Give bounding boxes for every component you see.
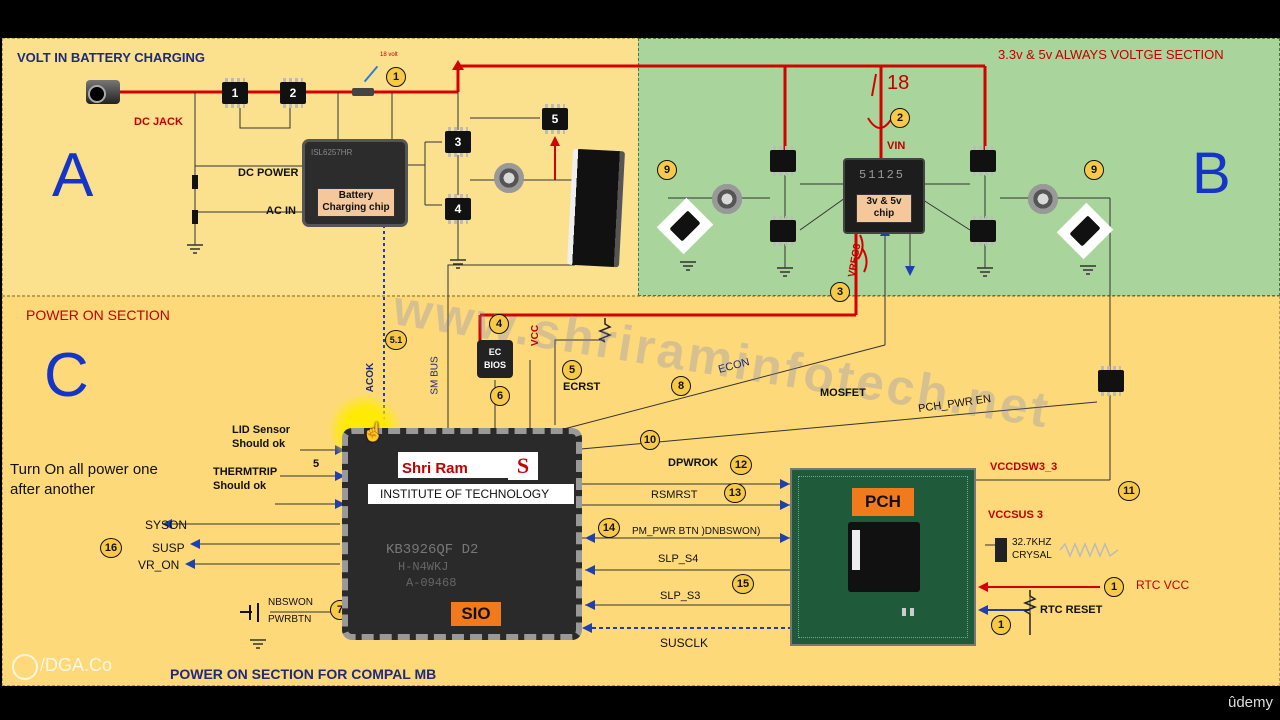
dga-brand: /DGA.Co bbox=[40, 655, 113, 675]
footer-title: POWER ON SECTION FOR COMPAL MB bbox=[170, 666, 437, 682]
dc-power-label: DC POWER bbox=[238, 167, 299, 179]
volt-note: 18 volt bbox=[380, 52, 398, 58]
susclk-label: SUSCLK bbox=[660, 636, 709, 650]
section-c-letter: C bbox=[44, 341, 89, 410]
marker-15: 15 bbox=[732, 574, 754, 594]
fuse-icon bbox=[352, 88, 374, 96]
inductor-coil-icon bbox=[494, 163, 524, 193]
mosfet-3-chip: 3 bbox=[445, 127, 471, 157]
shri-ram-banner: Shri Ram S INSTITUTE OF TECHNOLOGY bbox=[368, 452, 574, 504]
marker-3: 3 bbox=[830, 282, 850, 302]
acok-label: ACOK bbox=[365, 362, 377, 393]
rsmrst-label: RSMRST bbox=[651, 489, 698, 501]
turn-on-note: Turn On all power one after another bbox=[10, 461, 158, 498]
marker-4: 4 bbox=[489, 314, 509, 334]
vccdsw-label: VCCDSW3_3 bbox=[990, 461, 1058, 473]
panel-c bbox=[2, 296, 1280, 686]
ec-bios-chip: EC BIOS bbox=[477, 340, 513, 378]
mosfet-5-chip: 5 bbox=[542, 104, 568, 134]
charger-chip-label: Battery Charging chip bbox=[317, 188, 395, 217]
sio-label: SIO bbox=[451, 602, 501, 626]
vccsus-label: VCCSUS 3 bbox=[988, 509, 1044, 521]
inductor-left-icon bbox=[712, 184, 742, 214]
marker-13: 13 bbox=[724, 483, 746, 503]
vin-label: VIN bbox=[887, 140, 906, 152]
section-a-title: VOLT IN BATTERY CHARGING bbox=[17, 50, 206, 65]
syson-label: SYSON bbox=[145, 518, 188, 532]
panel-b bbox=[638, 38, 1280, 296]
marker-11: 11 bbox=[1118, 481, 1140, 501]
mosfet-b-bottom-left bbox=[770, 216, 796, 246]
marker-1-a: 1 bbox=[386, 67, 406, 87]
handwritten-18: 18 bbox=[887, 72, 910, 94]
marker-1-rtc: 1 bbox=[1104, 577, 1124, 597]
sm-bus-label: SM BUS bbox=[429, 356, 441, 395]
ecrst-label: ECRST bbox=[563, 381, 601, 393]
pch-label: PCH bbox=[852, 488, 914, 516]
section-b-letter: B bbox=[1192, 141, 1231, 206]
vr-on-label: VR_ON bbox=[138, 558, 180, 572]
pwrbtn-label: PWRBTN bbox=[268, 614, 312, 625]
susp-label: SUSP bbox=[152, 541, 185, 555]
mosfet-label: MOSFET bbox=[820, 387, 866, 399]
marker-10: 10 bbox=[640, 430, 660, 450]
marker-2: 2 bbox=[890, 108, 910, 128]
crystal-icon bbox=[995, 538, 1007, 562]
rtc-reset-label: RTC RESET bbox=[1040, 604, 1103, 616]
battery-pack-icon bbox=[567, 148, 625, 268]
sr-logo-icon: S bbox=[508, 452, 538, 480]
pch-chip: PCH bbox=[790, 468, 976, 646]
slp-s3-label: SLP_S3 bbox=[660, 590, 701, 602]
marker-8: 8 bbox=[671, 376, 691, 396]
mosfet-b-top-left bbox=[770, 146, 796, 176]
dga-logo-icon bbox=[12, 654, 38, 680]
inductor-right-icon bbox=[1028, 184, 1058, 214]
rtc-vcc-label: RTC VCC bbox=[1136, 578, 1190, 592]
section-b-title: 3.3v & 5v ALWAYS VOLTGE SECTION bbox=[998, 47, 1224, 62]
marker-5: 5 bbox=[562, 360, 582, 380]
banner-subtitle: INSTITUTE OF TECHNOLOGY bbox=[380, 487, 550, 501]
3v-5v-chip: 51125 3v & 5v chip bbox=[843, 158, 925, 234]
crystal-label: 32.7KHZ CRYSAL bbox=[1012, 537, 1052, 561]
vcc-label: VCC bbox=[530, 324, 542, 347]
marker-1-reset: 1 bbox=[991, 615, 1011, 635]
mosfet-2-chip: 2 bbox=[280, 78, 306, 108]
udemy-brand: ûdemy bbox=[1228, 694, 1274, 711]
dpwrok-label: DPWROK bbox=[668, 457, 719, 469]
mouse-cursor-icon: ☝ bbox=[362, 422, 385, 442]
lid-sensor-label: LID Sensor Should ok bbox=[232, 424, 291, 450]
banner-title: Shri Ram bbox=[402, 460, 468, 477]
mosfet-4-chip: 4 bbox=[445, 194, 471, 224]
battery-charging-chip: ISL6257HR Battery Charging chip bbox=[305, 142, 405, 224]
sio-chip: KB3926QF D2 H-N4WKJ A-09468 SIO bbox=[342, 428, 582, 640]
marker-5-1: 5.1 bbox=[385, 330, 407, 350]
ac-in-label: AC IN bbox=[266, 205, 296, 217]
3v-5v-chip-label: 3v & 5v chip bbox=[856, 194, 912, 223]
dc-jack-icon bbox=[86, 80, 120, 104]
marker-12: 12 bbox=[730, 455, 752, 475]
mosfet-c-chip bbox=[1098, 366, 1124, 396]
section-a-letter: A bbox=[52, 141, 94, 210]
thermtrip-label: THERMTRIP Should ok bbox=[213, 466, 277, 492]
slp-s4-label: SLP_S4 bbox=[658, 553, 699, 565]
thermtrip-number: 5 bbox=[313, 458, 320, 470]
dc-jack-label: DC JACK bbox=[134, 116, 183, 128]
mosfet-1-chip: 1 bbox=[222, 78, 248, 108]
mosfet-b-bottom-right bbox=[970, 216, 996, 246]
pm-pwr-btn-label: PM_PWR BTN )DNBSWON) bbox=[632, 526, 761, 537]
nbswon-label: NBSWON bbox=[268, 597, 313, 608]
mosfet-b-top-right bbox=[970, 146, 996, 176]
marker-6: 6 bbox=[490, 386, 510, 406]
marker-16: 16 bbox=[100, 538, 122, 558]
section-c-title: POWER ON SECTION bbox=[26, 307, 170, 323]
marker-9-right: 9 bbox=[1084, 160, 1104, 180]
marker-14: 14 bbox=[598, 518, 620, 538]
marker-9-left: 9 bbox=[657, 160, 677, 180]
